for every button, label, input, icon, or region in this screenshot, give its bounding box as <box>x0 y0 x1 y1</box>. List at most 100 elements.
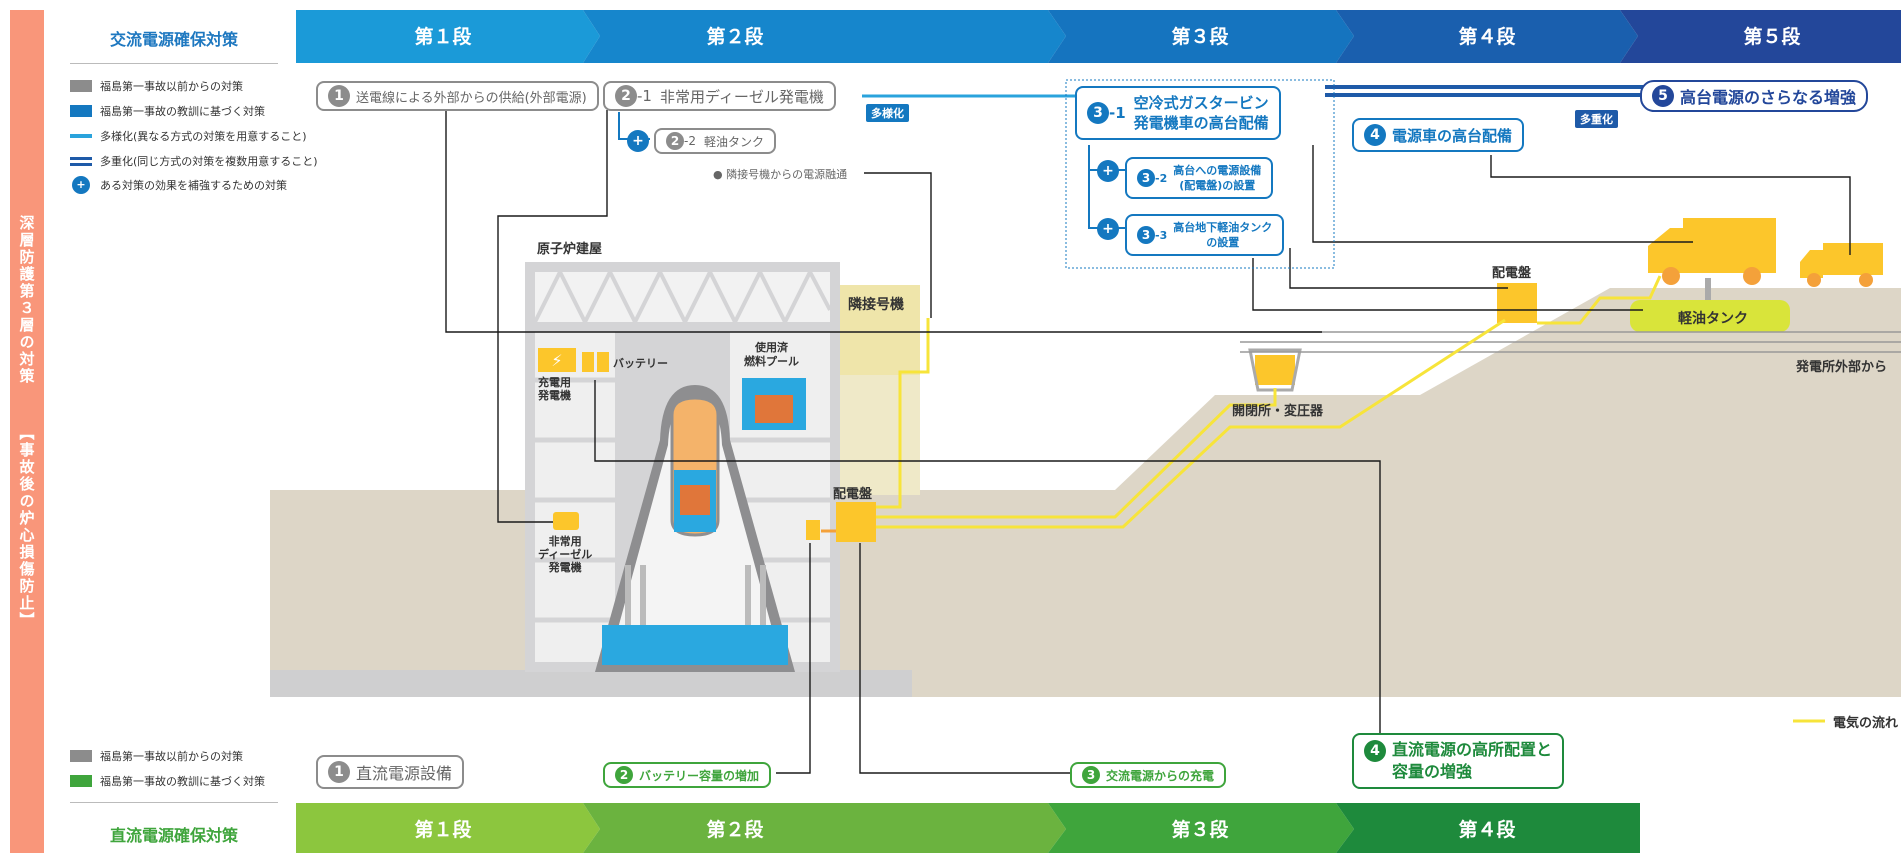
emergency-diesel-generator-icon <box>553 512 579 530</box>
number-badge: 2 <box>615 766 633 784</box>
measure-label: 高台電源のさらなる増強 <box>1680 88 1857 107</box>
suppression-pool <box>602 625 788 665</box>
battery-icon <box>582 352 594 372</box>
control-rod-drive <box>760 565 766 625</box>
legend-dc-lesson: 福島第一事故の教訓に基づく対策 <box>70 773 265 789</box>
number-badge: 1 <box>328 85 350 107</box>
adjacent-unit-box <box>840 285 920 375</box>
measure-label-line1: 空冷式ガスタービン <box>1133 94 1269 112</box>
connector-lines <box>445 110 1851 774</box>
dc-section-title: 直流電源確保対策 <box>109 826 238 845</box>
plus-icon: + <box>627 130 649 152</box>
side-band <box>10 10 44 853</box>
substation-icon <box>1255 355 1295 385</box>
flow-adjacent-unit <box>876 318 930 509</box>
measure-label-line1: 直流電源の高所配置と <box>1392 740 1553 759</box>
line-dc-high <box>594 380 1381 734</box>
battery-label: バッテリー <box>613 357 668 370</box>
number-badge: 3 <box>1082 766 1100 784</box>
flow-legend-label: 電気の流れ <box>1833 716 1899 731</box>
control-rod-drive <box>640 565 646 625</box>
truck-wheel <box>1859 273 1873 287</box>
ground <box>270 288 1901 697</box>
side-label-top: 深層防護第３層の対策 <box>17 215 36 385</box>
line-external-power <box>445 110 1322 333</box>
fuel-core <box>680 485 710 515</box>
measure-label: 交流電源からの充電 <box>1106 768 1215 783</box>
control-rod-drive <box>745 565 751 625</box>
lightning-icon: ⚡ <box>551 351 562 370</box>
flow-truck <box>1537 275 1662 325</box>
measure-label-line2: の設置 <box>1206 236 1240 249</box>
measure-label: 送電線による外部からの供給(外部電源) <box>356 90 587 106</box>
power-vehicle-cab <box>1800 250 1823 278</box>
electricity-flow <box>876 275 1825 723</box>
dc-title-divider <box>70 802 278 803</box>
ac-stage-bar: 第１段 第２段 第３段 第４段 第５段 <box>296 10 1901 63</box>
legend-swatch <box>70 775 92 787</box>
legend-ac-lesson: 福島第一事故の教訓に基づく対策 <box>70 103 265 119</box>
tank-pipe <box>1705 278 1711 300</box>
building-left-interior <box>535 332 615 662</box>
legend-label: 多重化(同じ方式の対策を複数用意すること) <box>100 155 318 168</box>
ac-stage-1: 第１段 <box>414 25 472 48</box>
number-badge: 3 <box>1087 102 1109 124</box>
dc-measure-2: 2 バッテリー容量の増加 <box>603 762 772 788</box>
dc-measure-3: 3 交流電源からの充電 <box>1070 762 1227 788</box>
line-edg <box>497 110 608 523</box>
reactor-building-label: 原子炉建屋 <box>537 242 603 257</box>
power-vehicle-body <box>1823 243 1883 275</box>
truss-lines <box>533 267 832 327</box>
from-outside-label: 発電所外部から <box>1796 360 1888 375</box>
ac-section-title: 交流電源確保対策 <box>109 30 238 49</box>
number-badge: 5 <box>1652 85 1674 107</box>
measure-label: 電源車の高台配備 <box>1392 126 1513 145</box>
measure-suffix: -2 <box>1155 171 1168 185</box>
dc-stage-3: 第３段 <box>1171 818 1229 841</box>
adjacent-unit-lower <box>840 375 920 495</box>
measure-suffix: -1 <box>637 87 652 105</box>
legend-label: 福島第一事故の教訓に基づく対策 <box>100 105 265 118</box>
line-ac-charge <box>859 543 1070 774</box>
spent-fuel-pool-label: 使用済 燃料プール <box>744 341 799 368</box>
measure-label: バッテリー容量の増加 <box>639 768 760 783</box>
legend-label: 多様化(異なる方式の対策を用意すること) <box>100 130 307 143</box>
charger-icon <box>538 348 576 372</box>
legend-swatch <box>70 105 92 117</box>
dc-stage-3-bg <box>1048 803 1354 853</box>
adjacent-unit-label: 隣接号機 <box>848 297 904 313</box>
number-badge: 4 <box>1364 740 1386 762</box>
number-badge: 1 <box>328 761 350 783</box>
legend-label: 福島第一事故の教訓に基づく対策 <box>100 775 265 788</box>
charger-label: 充電用 発電機 <box>538 376 571 402</box>
legend-label: 福島第一事故以前からの対策 <box>100 80 243 93</box>
ac-stage-2-bg <box>583 10 1066 63</box>
control-rod-drive <box>625 565 631 625</box>
ac-stage-3-bg <box>1048 10 1354 63</box>
plus-icon: + <box>1097 160 1119 182</box>
dc-stage-4: 第４段 <box>1458 818 1516 841</box>
measure-label: 軽油タンク <box>703 134 764 149</box>
legend-label: 福島第一事故以前からの対策 <box>100 750 243 763</box>
ac-stage-5: 第５段 <box>1743 25 1801 48</box>
number-badge: 3 <box>1137 226 1155 244</box>
ac-stage-1-bg <box>296 10 600 63</box>
legend-reinforce: +ある対策の効果を補強するための対策 <box>70 176 287 194</box>
line-battery-capacity <box>776 543 811 774</box>
ac-stage-4-bg <box>1336 10 1638 63</box>
switchboard-high-icon <box>1497 283 1537 323</box>
truck-wheel <box>1743 267 1761 285</box>
ac-stage-3: 第３段 <box>1171 25 1229 48</box>
measure-label: 非常用ディーゼル発電機 <box>659 87 824 106</box>
legend-multiplex: 多重化(同じ方式の対策を複数用意すること) <box>70 153 318 169</box>
switchboard-high-label: 配電盤 <box>1492 266 1532 281</box>
measure-1-external-power: 1 送電線による外部からの供給(外部電源) <box>316 81 599 111</box>
switchboard-label: 配電盤 <box>833 487 873 502</box>
ground-base <box>270 670 912 697</box>
measure-5-high-power: 5 高台電源のさらなる増強 <box>1640 80 1869 112</box>
line-gasturbine <box>1312 145 1693 243</box>
